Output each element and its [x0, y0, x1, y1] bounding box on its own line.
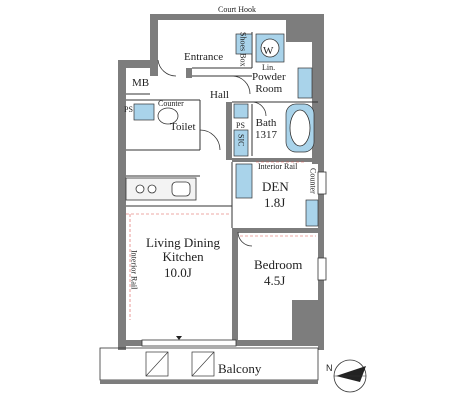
toilet-label: Toilet — [170, 121, 196, 133]
compass — [333, 359, 367, 393]
hall-stub — [186, 68, 192, 78]
shoes-box-label: Shoes Box — [238, 32, 248, 67]
toilet-tank — [133, 103, 155, 121]
windows — [141, 171, 327, 347]
north-label: N — [326, 363, 333, 373]
se-column — [292, 300, 322, 344]
den-size-label: 1.8J — [264, 195, 286, 210]
bedroom-wall-left — [232, 232, 238, 342]
bedroom-label: Bedroom — [254, 257, 303, 272]
east-wall-upper — [312, 14, 324, 164]
doors — [157, 59, 267, 247]
fixture-details — [125, 38, 311, 201]
bedroom-size-label: 4.5J — [264, 273, 286, 288]
den-interior-rail-label: Interior Rail — [258, 162, 298, 171]
core-wall — [226, 102, 232, 160]
ldk-label: Living Dining Kitchen — [146, 235, 221, 264]
sic-label: SIC — [236, 134, 246, 147]
mb-wall-top — [118, 60, 150, 68]
sic-closet — [233, 129, 249, 157]
court-hook-label: Court Hook — [218, 5, 256, 14]
w-label: W — [263, 45, 274, 57]
ps-mid-label: PS — [236, 121, 245, 130]
powder-vanity — [297, 67, 313, 99]
balcony-label: Balcony — [218, 361, 262, 376]
toilet-counter-label: Counter — [158, 99, 184, 108]
den-wall-top — [232, 158, 320, 162]
dimension-lines — [126, 161, 316, 320]
shoes-box — [235, 33, 253, 55]
mb-label: MB — [132, 77, 150, 89]
linen-label: Lin. — [262, 63, 276, 72]
bath-label: Bath 1317 — [255, 117, 277, 141]
west-wall — [118, 60, 126, 350]
den-cabinet — [235, 163, 253, 199]
den-shelf — [305, 199, 319, 227]
entrance-wall-left — [150, 14, 158, 76]
powder-room-label: Powder Room — [252, 71, 286, 95]
ne-column — [286, 18, 316, 42]
ps-box — [233, 103, 249, 119]
ldk-size-label: 10.0J — [164, 265, 192, 280]
east-wall-lower — [318, 160, 324, 350]
entrance-label: Entrance — [184, 51, 224, 63]
ldk-interior-rail-label: Interior Rail — [129, 250, 139, 290]
balcony-area — [99, 336, 319, 384]
ps-left-label: PS — [124, 105, 133, 114]
bedroom-wall-top — [232, 228, 324, 233]
den-label: DEN — [262, 179, 289, 194]
den-counter-label: Counter — [308, 168, 318, 194]
hall-label: Hall — [210, 89, 229, 101]
north-wall — [150, 14, 318, 20]
